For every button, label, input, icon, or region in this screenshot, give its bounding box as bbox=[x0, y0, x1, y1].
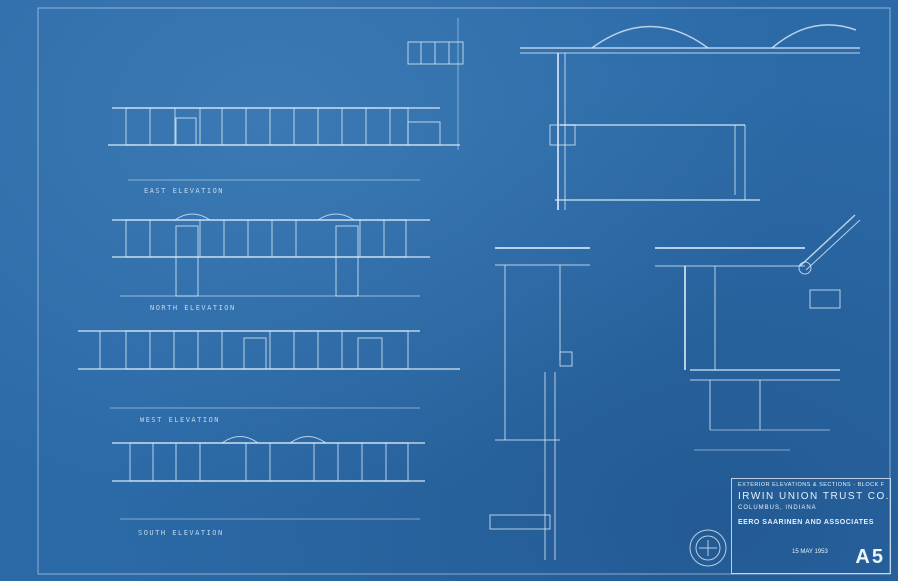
east-elevation-label: EAST ELEVATION bbox=[144, 187, 225, 195]
architect-seal-icon bbox=[689, 529, 727, 567]
roof-section-drawing bbox=[520, 24, 860, 210]
sheet-border bbox=[37, 7, 891, 575]
west-elevation-label: WEST ELEVATION bbox=[140, 416, 221, 424]
project-location: COLUMBUS, INDIANA bbox=[738, 505, 817, 511]
wall-section-drawing bbox=[489, 247, 590, 560]
title-block: EXTERIOR ELEVATIONS & SECTIONS - BLOCK F… bbox=[731, 478, 891, 574]
south-elevation-label: SOUTH ELEVATION bbox=[138, 529, 224, 537]
drawing-date: 15 MAY 1953 bbox=[792, 549, 828, 555]
architect-name: EERO SAARINEN AND ASSOCIATES bbox=[738, 519, 874, 526]
south-elevation-drawing bbox=[112, 436, 425, 520]
project-name: IRWIN UNION TRUST CO. bbox=[738, 491, 891, 502]
sheet-number: A5 bbox=[855, 546, 885, 568]
north-elevation-label: NORTH ELEVATION bbox=[150, 304, 236, 312]
north-elevation-drawing bbox=[112, 213, 430, 297]
east-elevation-drawing bbox=[108, 107, 460, 181]
canopy-section-drawing bbox=[655, 214, 861, 451]
west-elevation-drawing bbox=[78, 330, 460, 409]
drawing-title: EXTERIOR ELEVATIONS & SECTIONS - BLOCK F bbox=[738, 482, 885, 488]
plan-detail bbox=[407, 18, 464, 150]
